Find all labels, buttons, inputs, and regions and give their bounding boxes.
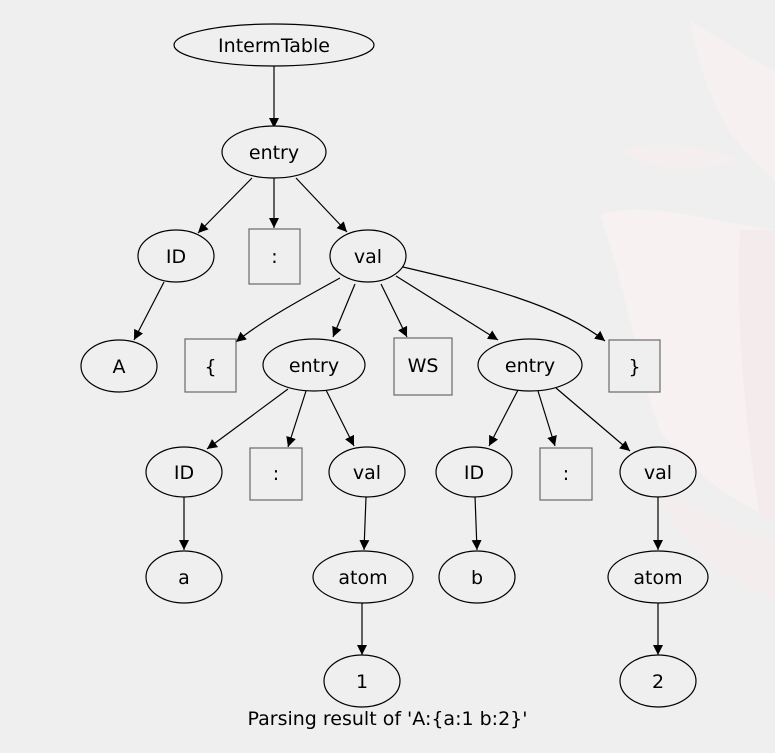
node-entry-b: entry (477, 338, 583, 392)
node-atom-a: atom (312, 550, 414, 604)
node-leaf-1-label: 1 (356, 671, 368, 693)
edge-entry-a-id (206, 388, 289, 450)
node-val-b-label: val (644, 462, 672, 484)
edge-entry-val (295, 177, 348, 233)
node-root: IntermTable (173, 23, 375, 67)
node-entry-b-label: entry (505, 355, 555, 377)
tree-nodes: IntermTable entry ID : val A { entry (80, 23, 709, 708)
edge-val-brace-close (402, 266, 606, 342)
node-leaf-b: b (438, 550, 516, 604)
edge-entry-a-colon (286, 390, 307, 448)
node-colon-b-label: : (563, 463, 569, 485)
node-leaf-A-label: A (113, 356, 126, 378)
node-entry-top: entry (221, 125, 327, 179)
node-colon-top: : (248, 228, 301, 285)
node-id-top: ID (137, 229, 215, 283)
node-leaf-A: A (80, 339, 158, 393)
node-ws-label: WS (408, 355, 439, 377)
node-val-a: val (328, 446, 406, 498)
node-leaf-2: 2 (619, 654, 697, 708)
edge-val-brace-open (235, 277, 341, 343)
node-atom-b: atom (607, 550, 709, 604)
edge-id-b-leaf (471, 495, 482, 551)
node-leaf-2-label: 2 (652, 671, 664, 693)
node-leaf-b-label: b (471, 567, 483, 589)
edge-entry-b-colon (537, 390, 557, 447)
node-entry-a: entry (262, 338, 366, 392)
edge-val-entry-b (395, 275, 499, 341)
node-id-a: ID (145, 446, 223, 498)
node-atom-b-label: atom (633, 567, 682, 589)
node-val-b: val (619, 446, 697, 498)
node-leaf-1: 1 (323, 654, 401, 708)
edge-entry-b-val (555, 387, 631, 452)
node-brace-open: { (184, 338, 237, 393)
edge-val-entry-a (332, 283, 356, 338)
node-brace-open-label: { (204, 356, 216, 378)
node-val-top: val (329, 229, 407, 283)
node-ws: WS (393, 337, 453, 396)
node-brace-close: } (608, 339, 661, 393)
node-colon-a-label: : (273, 463, 279, 485)
edge-id-A (133, 281, 165, 341)
node-colon-b: : (539, 447, 593, 501)
node-colon-a: : (249, 447, 303, 501)
node-id-top-label: ID (166, 246, 186, 268)
edge-val-a-atom (359, 496, 370, 551)
node-id-b: ID (435, 446, 513, 498)
edge-entry-b-id (488, 389, 519, 447)
tree-edges (133, 66, 663, 655)
node-entry-top-label: entry (249, 142, 299, 164)
diagram-caption: Parsing result of 'A:{a:1 b:2}' (247, 708, 528, 730)
node-leaf-a-label: a (178, 567, 190, 589)
node-leaf-a: a (145, 550, 223, 604)
node-root-label: IntermTable (218, 35, 330, 57)
node-brace-close-label: } (628, 356, 640, 378)
edge-val-ws (380, 283, 408, 338)
edge-entry-a-val (325, 389, 355, 447)
node-id-a-label: ID (174, 462, 194, 484)
node-id-b-label: ID (464, 462, 484, 484)
node-val-top-label: val (354, 246, 382, 268)
edge-entry-id (197, 177, 253, 234)
node-colon-top-label: : (271, 246, 277, 268)
node-entry-a-label: entry (289, 355, 339, 377)
node-val-a-label: val (353, 462, 381, 484)
node-atom-a-label: atom (338, 567, 387, 589)
